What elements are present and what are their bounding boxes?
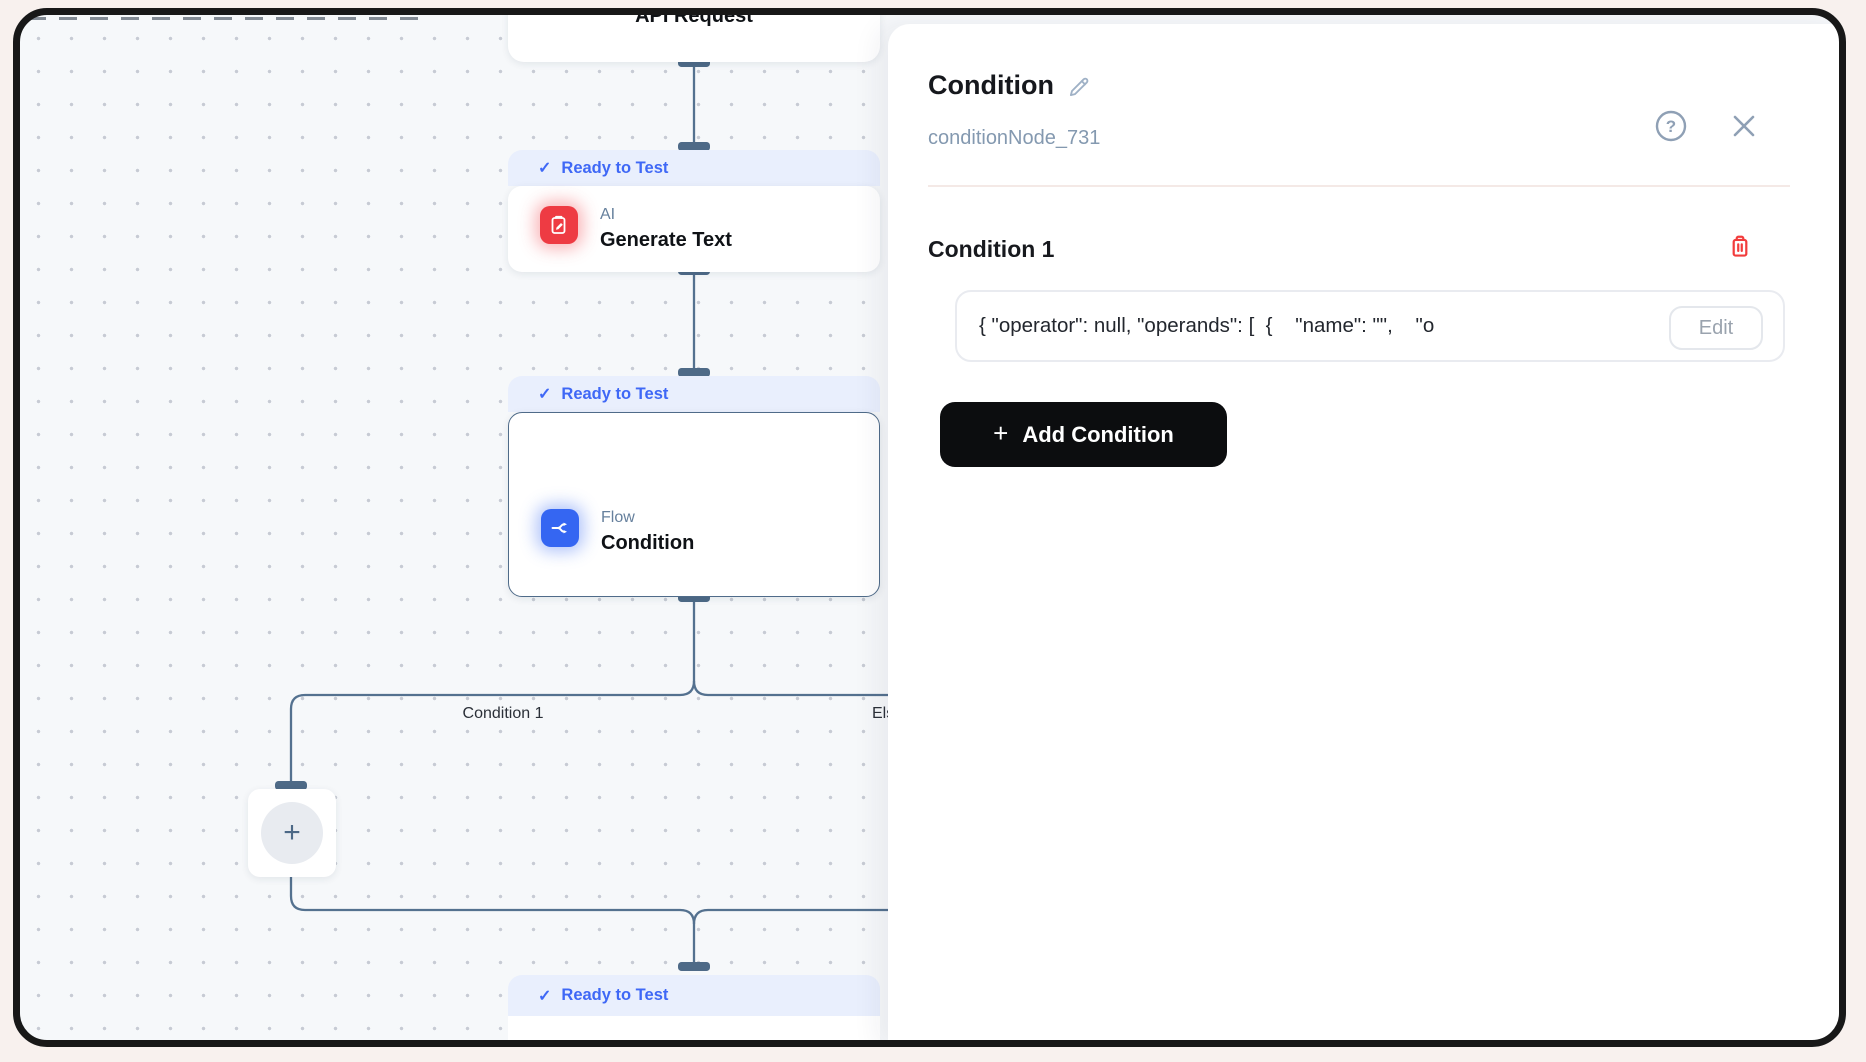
check-icon: ✓ <box>538 386 552 403</box>
flow-builder-window: Condition 1 Else API Request ✓ Ready to … <box>13 8 1846 1047</box>
svg-text:?: ? <box>1666 117 1676 136</box>
node-condition-status-badge: ✓ Ready to Test <box>508 376 880 412</box>
edit-title-pencil-icon[interactable] <box>1066 74 1092 100</box>
plus-icon: + <box>993 418 1009 448</box>
condition-config-panel: Condition conditionNode_731 ? Condition … <box>888 24 1846 1047</box>
close-icon[interactable] <box>1729 111 1759 141</box>
panel-title: Condition <box>928 70 1054 100</box>
edge-else-to-merge <box>692 908 963 925</box>
node-title: Generate Text <box>600 229 732 251</box>
node-generate-status-badge: ✓ Ready to Test <box>508 150 880 186</box>
node-title: Condition <box>601 532 695 554</box>
node-api-request[interactable]: API Request <box>508 8 880 62</box>
dashed-selection-guide <box>28 17 428 20</box>
handle-condition-top <box>678 368 710 377</box>
edge-condition-branch-right <box>692 680 963 697</box>
edit-condition-button[interactable]: Edit <box>1669 306 1763 350</box>
condition-section-heading: Condition 1 <box>928 236 1055 262</box>
condition-json-field[interactable]: { "operator": null, "operands": [ { "nam… <box>955 290 1785 362</box>
status-badge-label: Ready to Test <box>561 384 669 403</box>
node-generate-text[interactable]: AI Generate Text <box>508 186 880 272</box>
status-badge-label: Ready to Test <box>561 986 669 1004</box>
node-condition[interactable]: Flow Condition <box>508 412 880 597</box>
edge-plus-to-merge <box>289 872 696 966</box>
node-category: Flow <box>601 509 635 526</box>
handle-plus-top <box>275 781 307 790</box>
add-condition-label: Add Condition <box>1022 421 1174 447</box>
help-icon[interactable]: ? <box>1653 108 1689 144</box>
branch-split-icon <box>541 509 579 547</box>
add-condition-button[interactable]: + Add Condition <box>940 402 1227 467</box>
handle-merge-top <box>678 962 710 971</box>
edge-condition-branch-left <box>289 597 696 785</box>
node-api-request-title: API Request <box>635 8 753 27</box>
handle-generate-top <box>678 142 710 151</box>
plus-icon[interactable]: + <box>261 802 323 864</box>
condition-json-value: { "operator": null, "operands": [ { "nam… <box>979 314 1435 337</box>
delete-condition-trash-icon[interactable] <box>1726 232 1754 260</box>
panel-divider <box>928 185 1790 187</box>
node-bottom-status-badge: ✓ Ready to Test <box>508 975 880 1016</box>
status-badge-label: Ready to Test <box>561 158 669 177</box>
ai-clipboard-icon <box>540 206 578 244</box>
node-add-step[interactable]: + <box>248 789 336 877</box>
check-icon: ✓ <box>538 160 552 177</box>
edge-label-condition-1: Condition 1 <box>462 705 544 722</box>
node-id-label: conditionNode_731 <box>928 127 1101 149</box>
check-icon: ✓ <box>538 987 552 1005</box>
node-bottom[interactable] <box>508 1016 880 1047</box>
node-category: AI <box>600 206 616 223</box>
